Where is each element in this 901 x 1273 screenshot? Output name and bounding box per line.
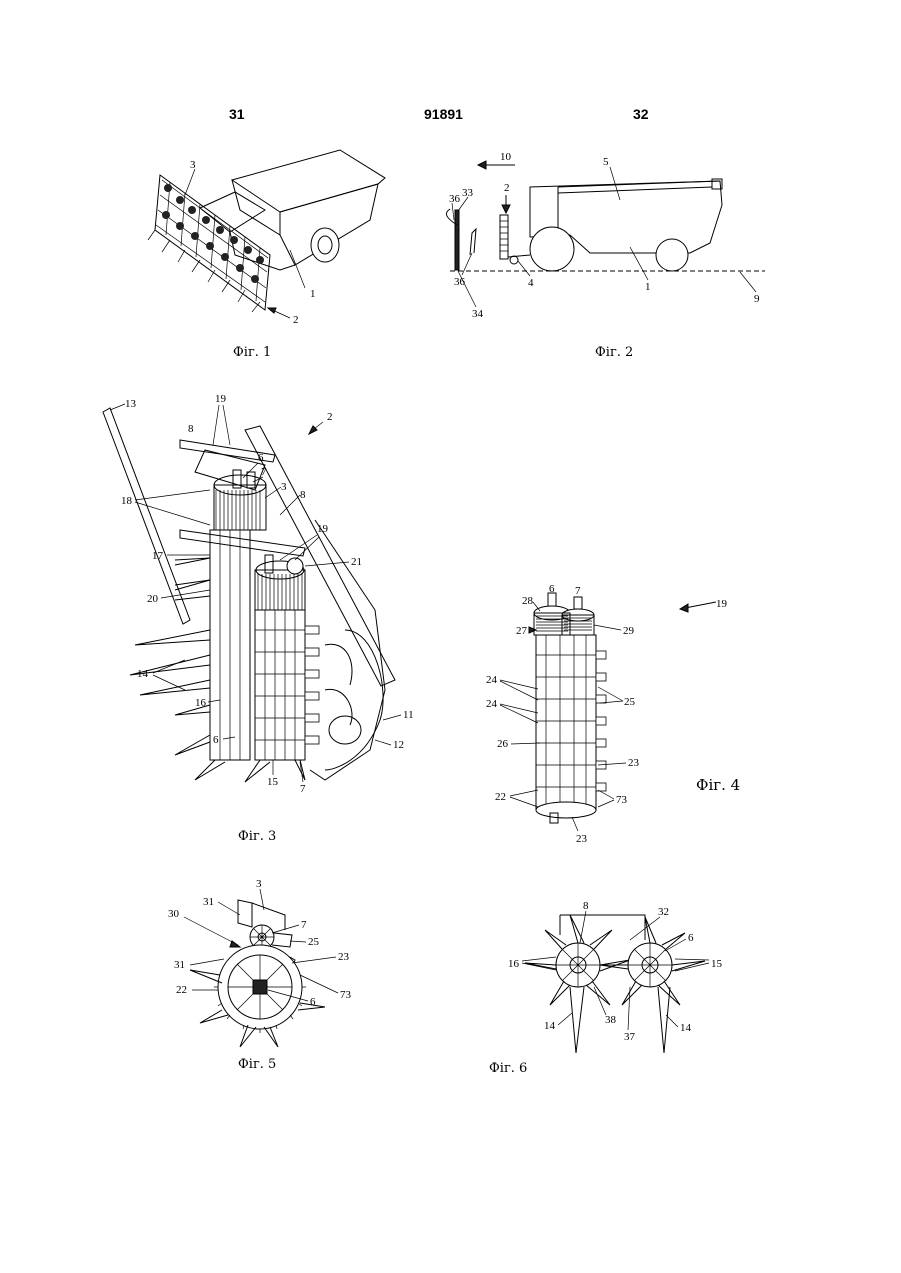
fig2-label: 34 [472, 308, 484, 320]
right-page-number: 32 [633, 106, 649, 122]
fig3-label: 14 [137, 668, 149, 680]
fig4-label: 7 [575, 585, 581, 597]
fig6-label: 8 [583, 900, 589, 912]
fig2-label: 2 [504, 182, 510, 194]
fig4-label: 22 [495, 791, 506, 803]
fig5-label: 73 [340, 989, 352, 1001]
fig5-label: 3 [256, 878, 262, 890]
fig2-label: 9 [754, 293, 760, 305]
fig5-label: 6 [310, 996, 316, 1008]
fig5-label: 30 [168, 908, 180, 920]
figure-3-drawing: 13 19 2 8 6 7 3 8 18 19 21 17 20 14 16 6… [95, 390, 435, 830]
figure-2-drawing: 10 5 2 36 33 36 4 1 9 34 [440, 145, 780, 325]
left-page-number: 31 [229, 106, 245, 122]
fig3-label: 20 [147, 593, 159, 605]
fig3-label: 16 [195, 697, 207, 709]
fig5-label: 23 [338, 951, 350, 963]
fig3-label: 2 [327, 411, 333, 423]
figure-1-drawing: 3 1 2 [140, 140, 400, 340]
fig6-label: 32 [658, 906, 669, 918]
fig3-label: 8 [188, 423, 194, 435]
fig3-label: 6 [258, 452, 264, 464]
fig3-label: 7 [261, 466, 267, 478]
fig5-label: 31 [174, 959, 185, 971]
fig3-label: 3 [281, 481, 287, 493]
fig4-label: 28 [522, 595, 534, 607]
fig3-label: 8 [300, 489, 306, 501]
fig6-label: 14 [680, 1022, 692, 1034]
fig4-label: 19 [716, 598, 728, 610]
fig1-label: 2 [293, 314, 299, 326]
fig3-label: 21 [351, 556, 362, 568]
fig4-label: 24 [486, 698, 498, 710]
figure-2-caption: Фіг. 2 [595, 345, 633, 360]
fig3-label: 19 [317, 523, 329, 535]
fig4-label: 73 [616, 794, 628, 806]
fig2-label: 5 [603, 156, 609, 168]
fig1-label: 3 [190, 159, 196, 171]
fig5-label: 22 [176, 984, 187, 996]
fig6-label: 38 [605, 1014, 617, 1026]
fig4-label: 23 [576, 833, 588, 845]
fig4-label: 25 [624, 696, 636, 708]
fig4-label: 29 [623, 625, 635, 637]
fig3-label: 7 [300, 783, 306, 795]
fig5-label: 31 [203, 896, 214, 908]
document-number: 91891 [424, 106, 463, 122]
fig2-label: 36 [449, 193, 461, 205]
fig2-label: 10 [500, 151, 512, 163]
figure-4-caption: Фіг. 4 [696, 776, 740, 794]
fig3-label: 11 [403, 709, 414, 721]
fig6-label: 16 [508, 958, 520, 970]
figure-3-caption: Фіг. 3 [238, 829, 276, 844]
fig3-label: 15 [267, 776, 279, 788]
fig6-label: 14 [544, 1020, 556, 1032]
fig3-label: 18 [121, 495, 133, 507]
figure-1-caption: Фіг. 1 [233, 345, 271, 360]
fig4-label: 6 [549, 585, 555, 595]
fig2-label: 4 [528, 277, 534, 289]
fig3-label: 19 [215, 393, 227, 405]
fig3-label: 17 [152, 550, 164, 562]
fig5-label: 25 [308, 936, 320, 948]
figure-5-caption: Фіг. 5 [238, 1057, 276, 1072]
fig4-label: 26 [497, 738, 509, 750]
fig6-label: 37 [624, 1031, 636, 1043]
figure-6-caption: Фіг. 6 [489, 1061, 527, 1076]
fig6-label: 15 [711, 958, 723, 970]
fig6-label: 6 [688, 932, 694, 944]
fig4-label: 23 [628, 757, 640, 769]
figure-5-drawing: 3 31 7 30 25 31 23 22 6 73 [160, 875, 370, 1050]
figure-4-drawing: 6 7 19 28 29 27 24 25 24 26 23 22 73 23 [480, 585, 740, 850]
fig1-label: 1 [310, 288, 316, 300]
fig3-label: 12 [393, 739, 404, 751]
figure-6-drawing: 8 32 6 16 15 38 14 37 14 [500, 895, 740, 1065]
fig4-label: 27 [516, 625, 528, 637]
fig3-label: 13 [125, 398, 137, 410]
fig3-label: 6 [213, 734, 219, 746]
fig5-label: 7 [301, 919, 307, 931]
fig4-label: 24 [486, 674, 498, 686]
fig2-label: 1 [645, 281, 651, 293]
